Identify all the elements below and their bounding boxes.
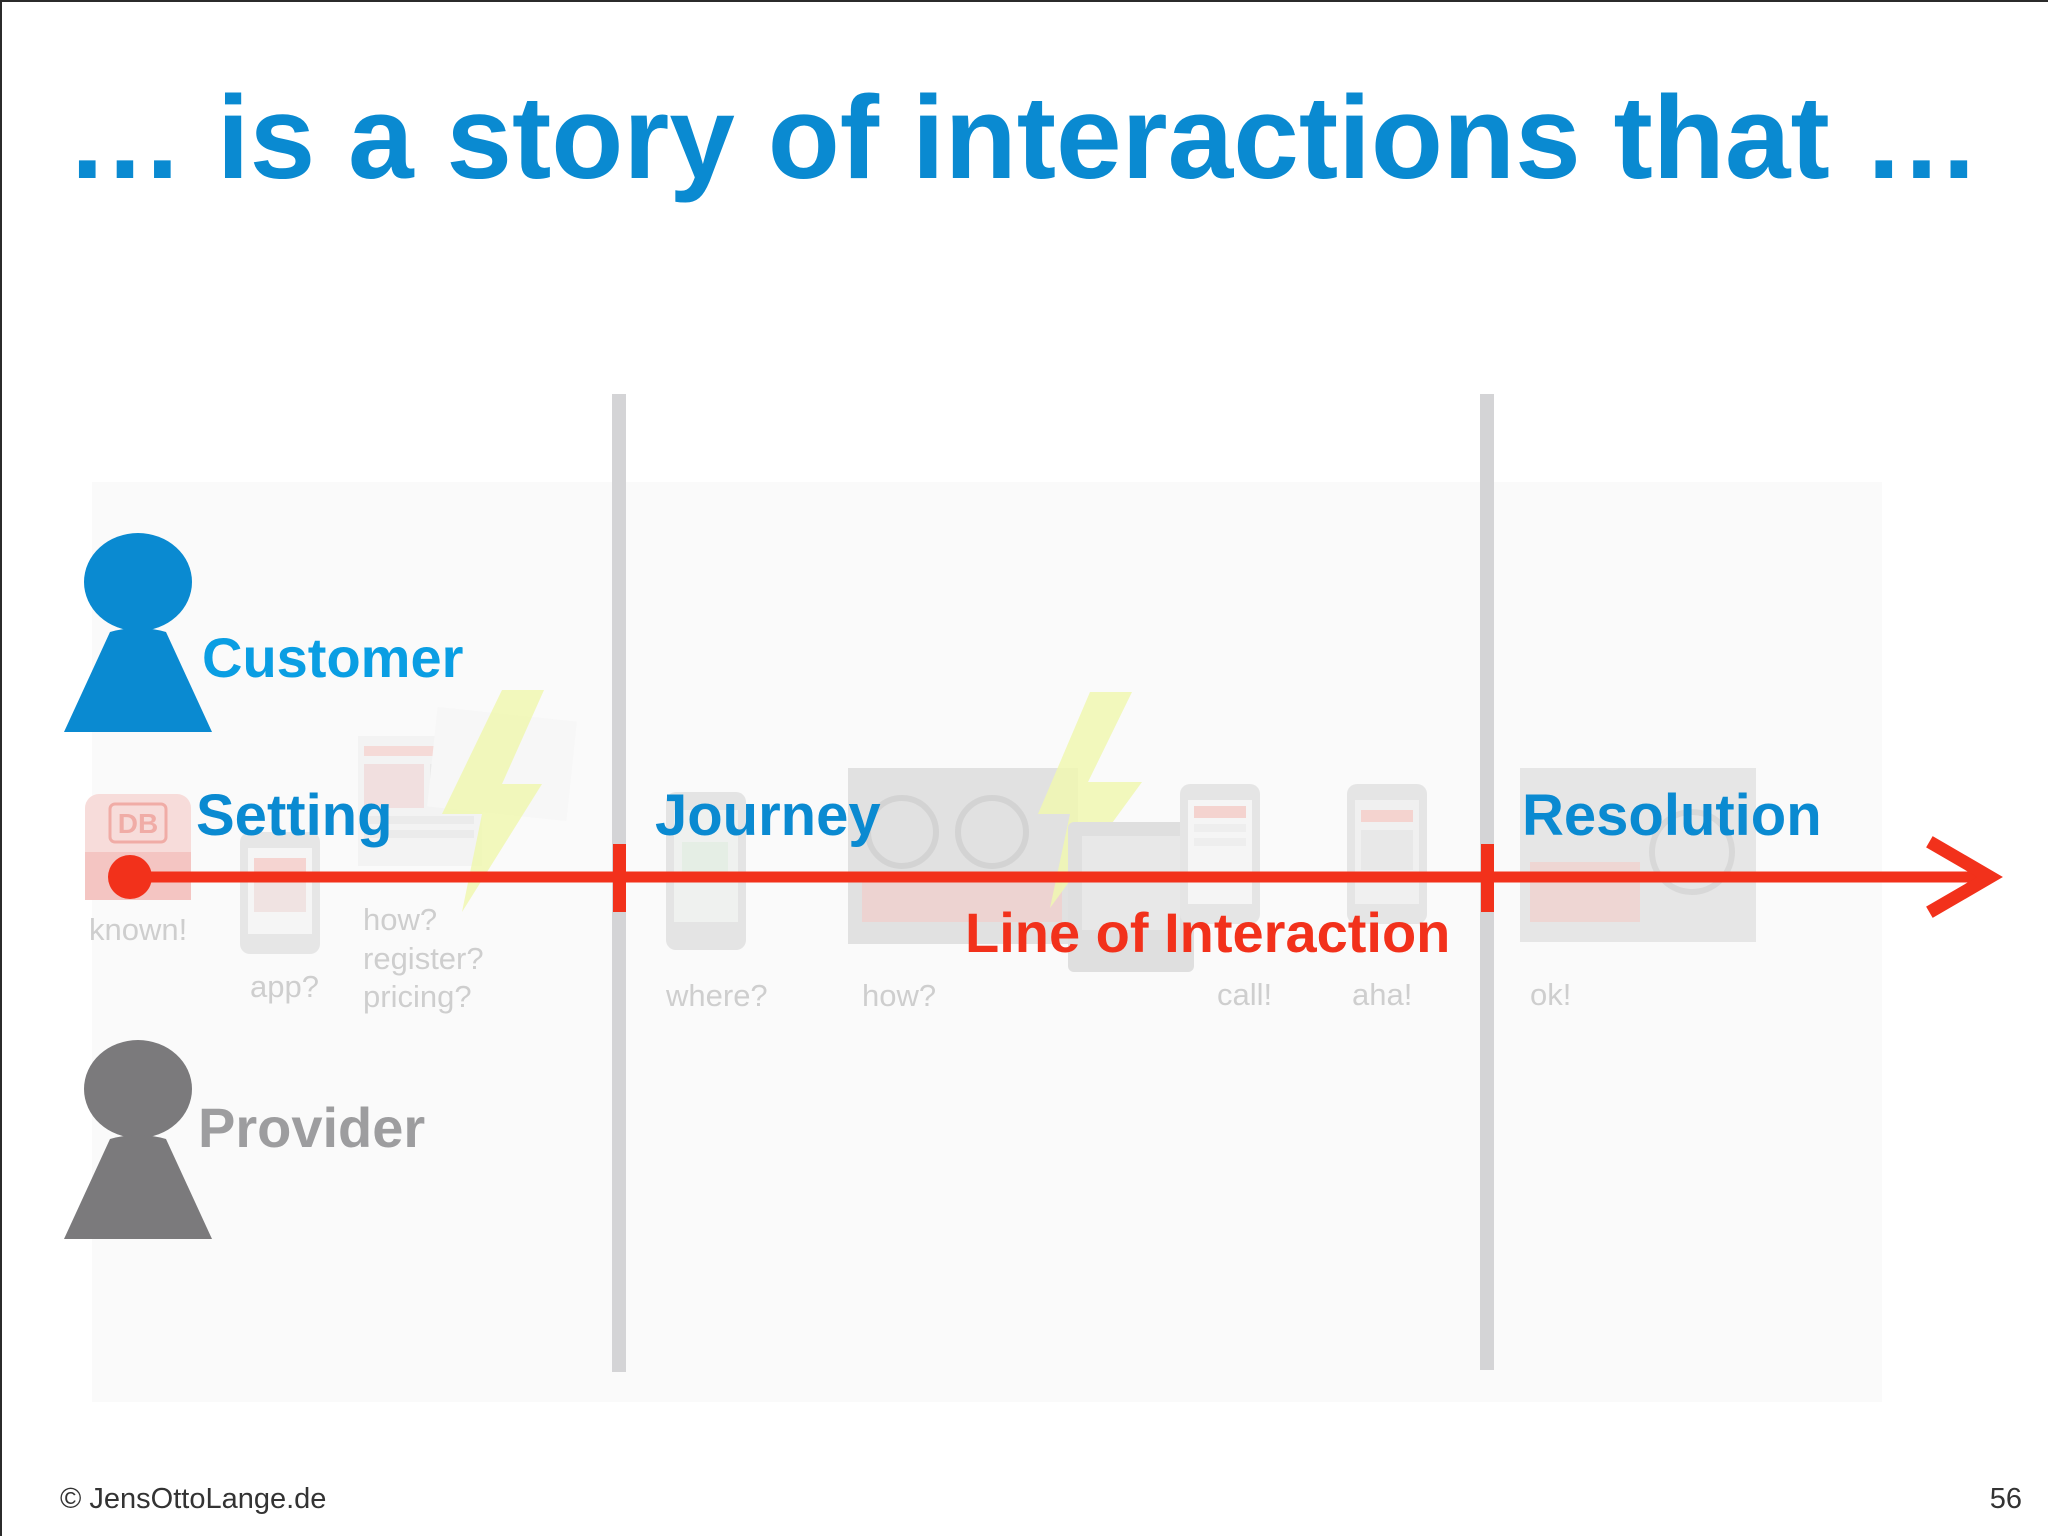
touchpoint-how-setting-label: how? bbox=[363, 902, 437, 937]
touchpoint-app-label: app? bbox=[250, 969, 319, 1004]
customer-label: Customer bbox=[202, 626, 463, 689]
faded-touchpoints: DB known! app? how? register? pricing? bbox=[85, 690, 1756, 1014]
line-tick-marker bbox=[1481, 844, 1494, 912]
lightning-bolt-icon bbox=[1038, 692, 1142, 908]
phase-label-setting: Setting bbox=[196, 783, 393, 848]
call-device-image bbox=[1068, 822, 1194, 972]
phone-app-image bbox=[240, 832, 320, 954]
touchpoint-register-label: register? bbox=[363, 941, 484, 976]
touchpoint-where-label: where? bbox=[665, 978, 768, 1013]
phone-where-image bbox=[666, 792, 746, 950]
phone-aha-image bbox=[1347, 784, 1427, 924]
arrow-head-icon bbox=[1926, 836, 2003, 918]
db-logo-text: DB bbox=[118, 808, 158, 839]
provider-label: Provider bbox=[198, 1096, 425, 1159]
bikes-photo-image bbox=[848, 768, 1078, 944]
touchpoint-how-journey-label: how? bbox=[862, 978, 936, 1013]
phase-label-journey: Journey bbox=[655, 783, 881, 848]
touchpoint-pricing-label: pricing? bbox=[363, 979, 472, 1014]
phone-call-image bbox=[1180, 784, 1260, 924]
line-start-dot bbox=[108, 855, 152, 899]
slide-title: … is a story of interactions that … bbox=[66, 72, 1981, 204]
customer-figure-icon bbox=[64, 533, 212, 732]
touchpoint-aha-label: aha! bbox=[1352, 977, 1412, 1012]
touchpoint-ok-label: ok! bbox=[1530, 977, 1571, 1012]
line-of-interaction bbox=[108, 836, 2003, 918]
touchpoint-known-label: known! bbox=[89, 912, 187, 947]
provider-figure-icon bbox=[64, 1040, 212, 1239]
phase-label-resolution: Resolution bbox=[1522, 783, 1822, 848]
touchpoint-call-label: call! bbox=[1217, 977, 1272, 1012]
lightning-bolt-icon bbox=[442, 690, 544, 912]
footer-copyright: © JensOttoLange.de bbox=[60, 1483, 326, 1515]
page-number: 56 bbox=[1990, 1483, 2022, 1515]
line-of-interaction-label: Line of Interaction bbox=[965, 901, 1450, 964]
line-tick-marker bbox=[613, 844, 626, 912]
